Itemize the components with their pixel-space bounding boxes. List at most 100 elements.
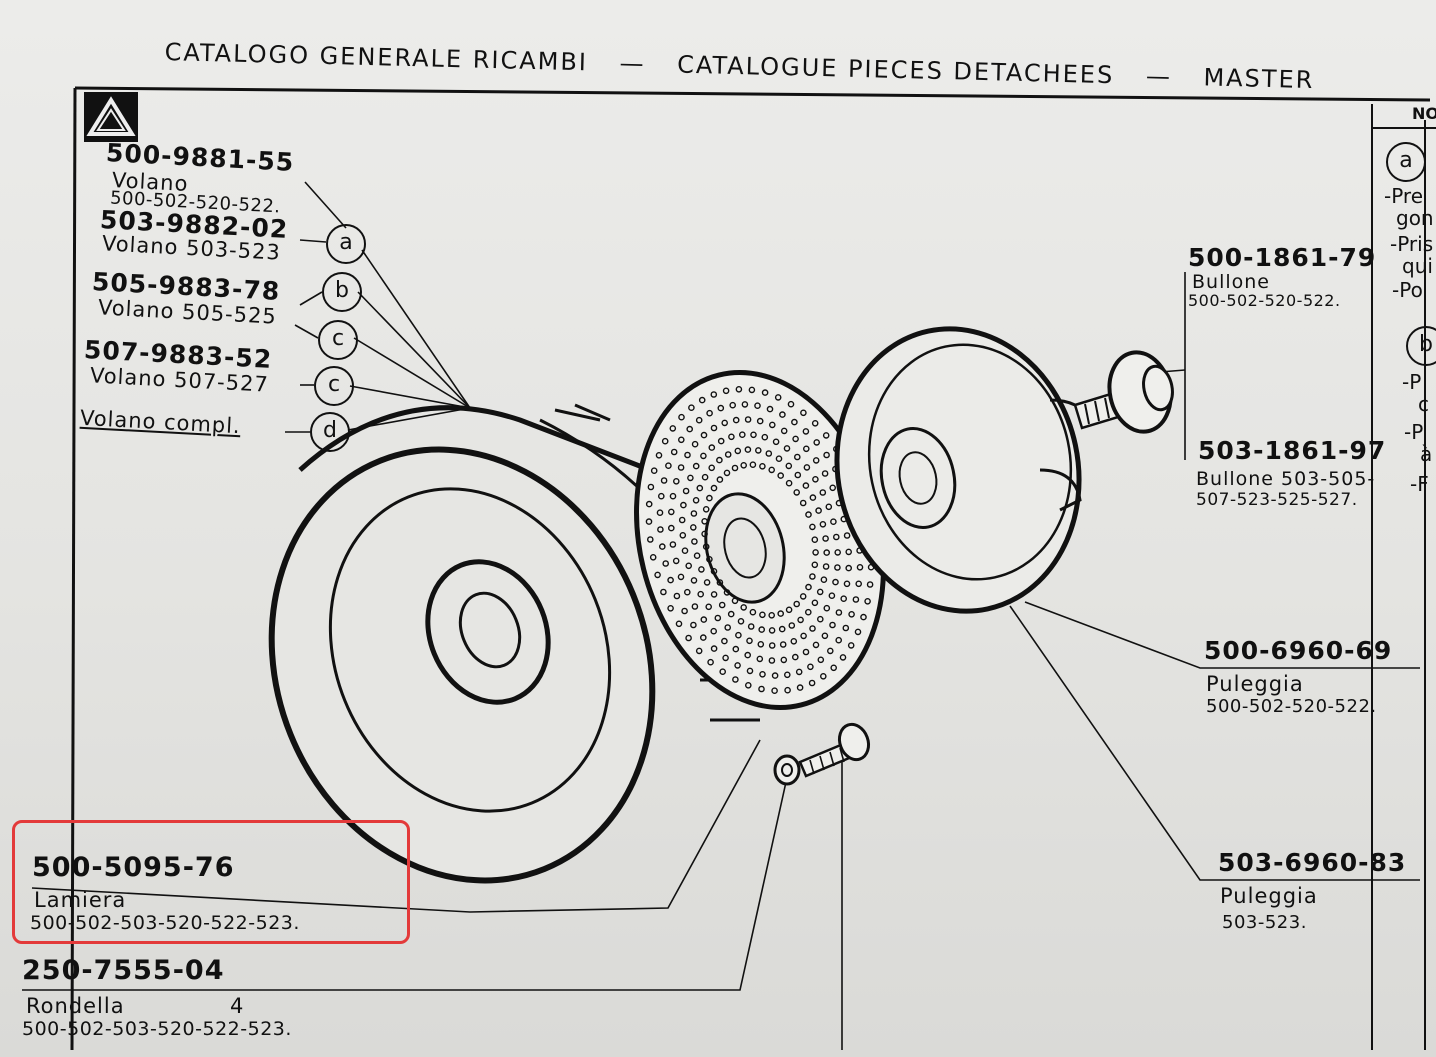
perforation-hole	[855, 580, 863, 588]
perforation-hole	[843, 532, 851, 539]
perforation-hole	[821, 470, 829, 477]
perforation-hole	[817, 615, 824, 623]
perforation-hole	[658, 492, 665, 500]
perforation-hole	[766, 405, 774, 413]
perforation-hole	[660, 477, 668, 484]
perforation-hole	[678, 413, 685, 421]
perforation-hole	[710, 424, 718, 432]
perforation-hole	[722, 654, 729, 662]
perforation-hole	[771, 672, 779, 679]
perforation-hole	[819, 521, 827, 528]
perforation-hole	[820, 576, 828, 584]
perforation-hole	[847, 642, 855, 649]
perforation-hole	[758, 626, 766, 633]
perforation-hole	[710, 391, 718, 398]
part-models: 503-523.	[1222, 912, 1307, 933]
perforation-hole	[685, 562, 693, 570]
perforation-hole	[707, 658, 714, 666]
perforation-hole	[724, 624, 732, 631]
perforation-hole	[710, 627, 718, 635]
highlight-box	[12, 820, 410, 944]
perforation-hole	[765, 450, 773, 457]
perforation-hole	[834, 549, 842, 556]
perforation-hole	[706, 556, 713, 563]
perforation-hole	[685, 634, 692, 642]
perforation-hole	[820, 673, 827, 680]
perforation-hole	[669, 541, 677, 548]
perforation-hole	[758, 685, 765, 693]
perforation-hole	[729, 401, 737, 409]
perforation-hole	[811, 536, 819, 544]
perforation-hole	[777, 472, 785, 479]
leader-lines	[22, 181, 1420, 1050]
perforation-hole	[768, 642, 776, 649]
perforation-hole	[659, 543, 666, 550]
perforation-hole	[816, 588, 824, 596]
perforation-hole	[665, 462, 672, 470]
perforation-hole	[830, 518, 837, 526]
ref-circle-b: b	[322, 272, 362, 312]
perforation-hole	[732, 416, 740, 424]
perforation-hole	[791, 418, 798, 426]
perforation-hole	[717, 404, 725, 412]
perforation-hole	[860, 613, 867, 621]
perforation-hole	[788, 622, 796, 629]
perforation-hole	[732, 645, 740, 653]
perforation-hole	[698, 566, 705, 573]
perforation-hole	[710, 645, 718, 652]
perforation-hole	[710, 568, 718, 575]
perforation-hole	[785, 462, 793, 470]
perforation-hole	[825, 503, 833, 511]
perforation-hole	[768, 466, 776, 474]
part-models: 500-502-503-520-522-523.	[22, 1018, 292, 1040]
perforation-hole	[706, 494, 713, 502]
part-quantity: 4	[230, 994, 245, 1018]
perforation-hole	[656, 509, 664, 517]
perforation-hole	[677, 573, 685, 581]
perforation-hole	[812, 475, 819, 483]
perforation-hole	[833, 533, 840, 541]
perforation-hole	[700, 452, 707, 460]
perforation-hole	[823, 549, 831, 556]
pulley-bolt	[1073, 350, 1174, 434]
perforation-hole	[690, 621, 697, 629]
perforation-hole	[809, 625, 816, 632]
perforation-hole	[779, 411, 786, 418]
perforation-hole	[692, 496, 700, 504]
part-name: Lamiera	[34, 888, 127, 912]
perforation-hole	[731, 597, 739, 605]
part-name: Rondella	[26, 994, 125, 1018]
perforation-hole	[740, 604, 748, 611]
perforation-hole	[811, 561, 819, 569]
perforation-hole	[735, 631, 742, 639]
perforation-hole	[721, 637, 728, 645]
perforation-hole	[750, 431, 757, 439]
perforation-hole	[682, 487, 690, 495]
perforation-hole	[710, 484, 718, 492]
perforation-hole	[749, 608, 757, 616]
perforation-hole	[660, 588, 667, 596]
perforation-hole	[701, 473, 709, 481]
perforation-hole	[809, 523, 816, 531]
perforation-hole	[645, 500, 653, 508]
perforation-hole	[716, 476, 724, 483]
perforation-hole	[864, 598, 871, 605]
perforation-hole	[721, 419, 729, 427]
perforation-hole	[811, 419, 819, 427]
perforation-hole	[705, 603, 713, 611]
perforation-hole	[812, 641, 820, 649]
part-name: Bullone	[1192, 271, 1270, 293]
perforation-hole	[829, 484, 837, 492]
perforation-hole	[732, 676, 739, 683]
perforation-hole	[809, 494, 817, 501]
perforation-hole	[669, 492, 677, 500]
perforation-hole	[794, 471, 802, 479]
part-code: 503-1861-97	[1198, 436, 1387, 465]
perforation-hole	[852, 596, 860, 603]
perforation-hole	[667, 605, 674, 612]
perforation-hole	[727, 610, 735, 618]
perforation-hole	[821, 632, 829, 640]
perforation-hole	[774, 394, 782, 401]
